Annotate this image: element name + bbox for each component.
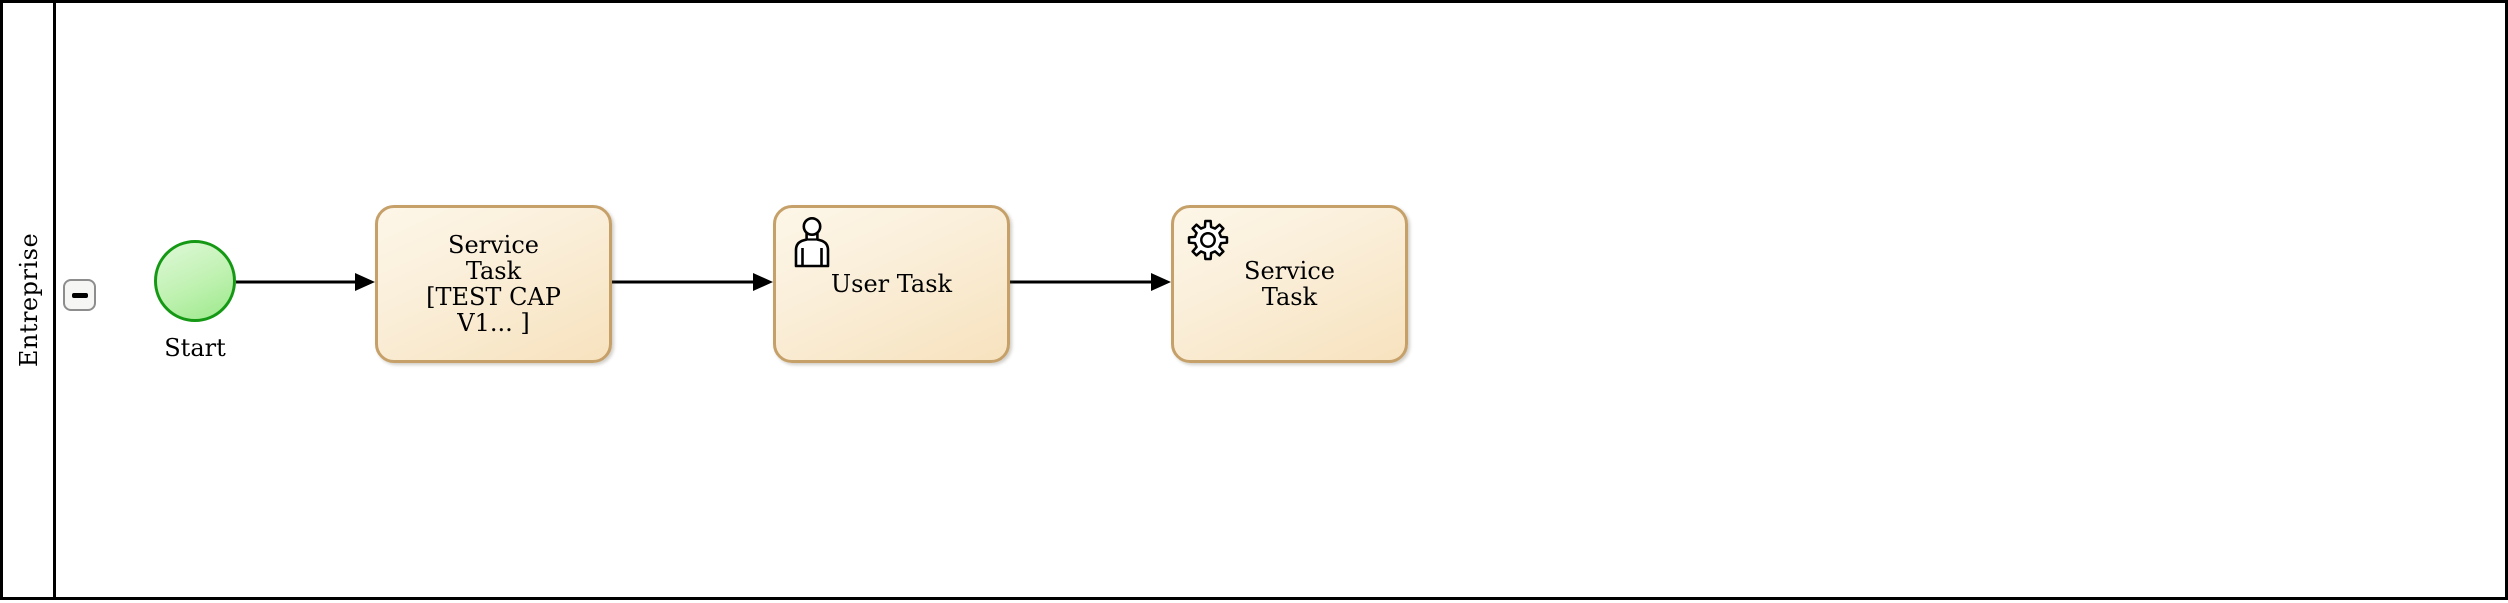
flow-user-task-to-service-task-2[interactable] — [1010, 273, 1171, 291]
sequence-flows — [236, 273, 1171, 291]
gear-icon — [1187, 219, 1229, 261]
task-label: User Task — [830, 270, 953, 298]
task-label: Service Task — [1244, 257, 1335, 311]
task-service-task-1[interactable]: Service Task [TEST CAP V1... ] — [375, 205, 612, 363]
task-service-task-2[interactable]: Service Task — [1171, 205, 1408, 363]
task-label: Service Task [TEST CAP V1... ] — [426, 231, 561, 337]
lane-divider — [53, 3, 56, 597]
flow-start-to-service-task-1[interactable] — [236, 273, 375, 291]
task-user-task[interactable]: User Task — [773, 205, 1010, 363]
start-event[interactable] — [154, 240, 236, 322]
flow-service-task-1-to-user-task[interactable] — [612, 273, 773, 291]
minus-icon — [71, 292, 88, 298]
collapse-lane-button[interactable] — [63, 279, 96, 311]
user-icon — [794, 217, 830, 268]
start-event-label: Start — [164, 334, 226, 362]
lane-header-entreprise[interactable]: Entreprise — [6, 6, 53, 594]
